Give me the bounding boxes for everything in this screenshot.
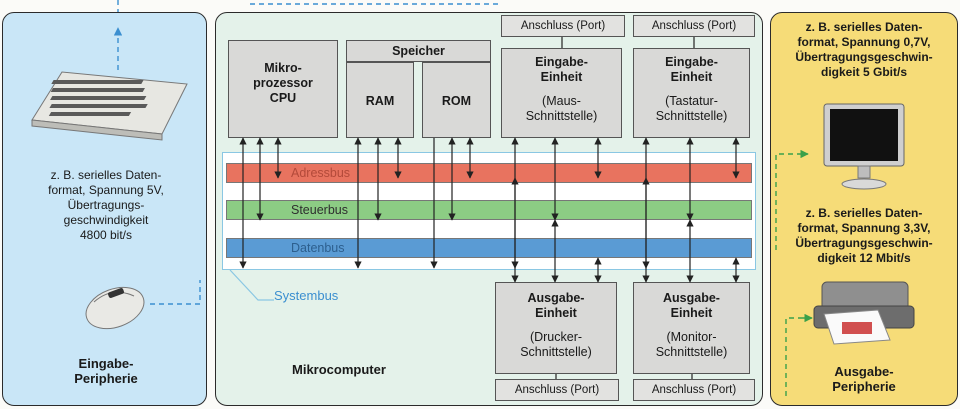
connection-lines xyxy=(0,0,960,409)
